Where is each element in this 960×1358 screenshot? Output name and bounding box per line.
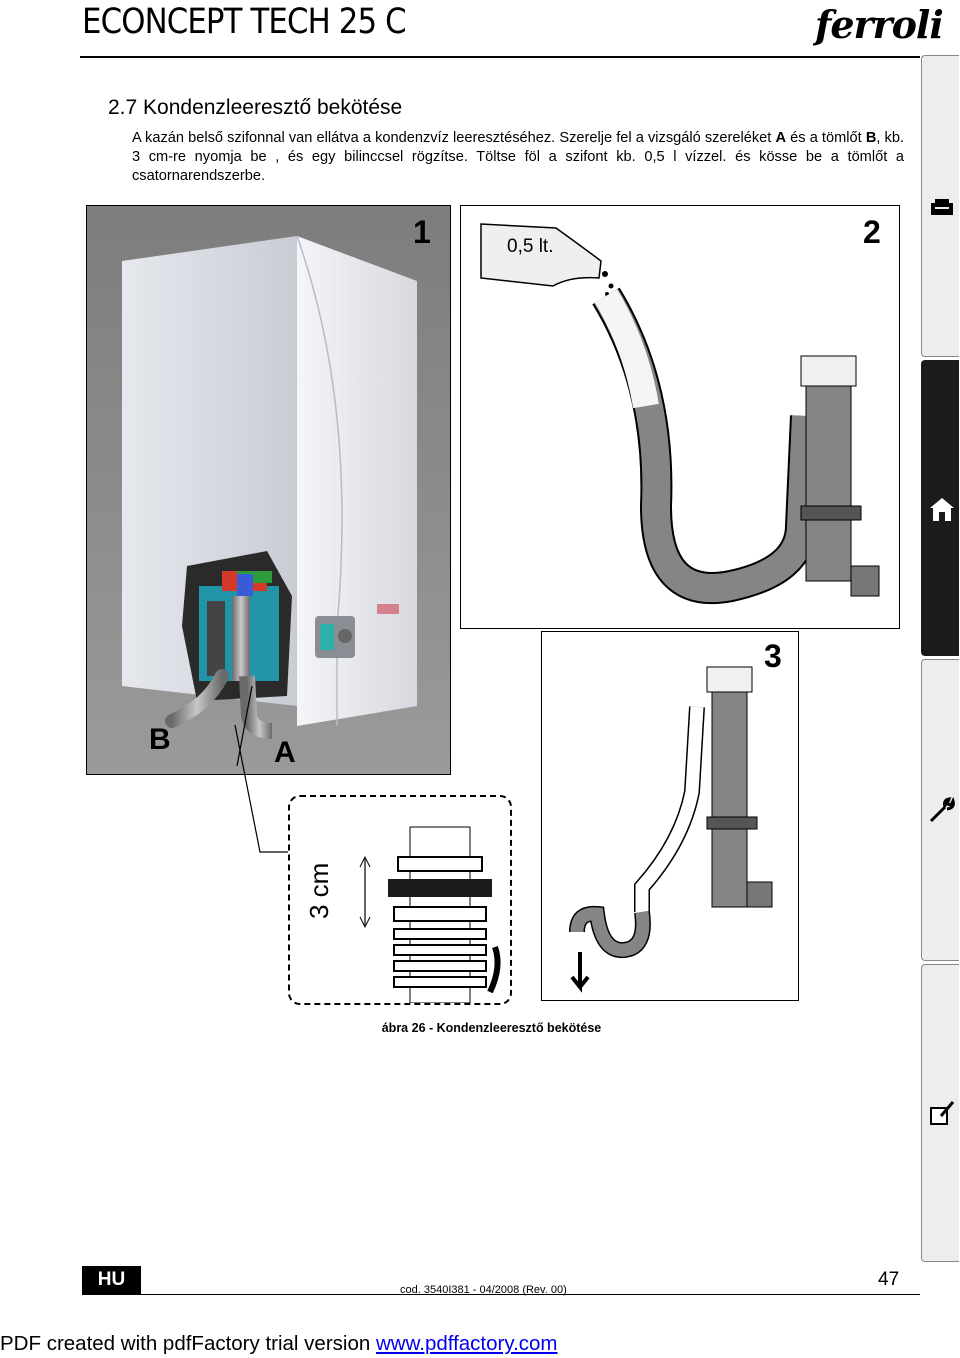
- callout-a: A: [274, 736, 296, 769]
- panel-number-1: 1: [413, 214, 431, 250]
- figure-panel-boiler: B A 1: [86, 205, 451, 775]
- detail-inset: 3 cm: [288, 795, 512, 1005]
- instruction-paragraph: A kazán belső szifonnal van ellátva a ko…: [132, 129, 904, 186]
- boiler-illustration: [87, 206, 450, 774]
- paragraph-text-1: A kazán belső szifonnal van ellátva a ko…: [132, 130, 776, 146]
- header-divider: [80, 56, 920, 58]
- page-number: 47: [878, 1269, 900, 1290]
- paragraph-text-2: és a tömlőt: [786, 130, 866, 146]
- footer-divider: [82, 1294, 920, 1295]
- panel-number-2: 2: [863, 214, 881, 250]
- hose-detail-illustration: [359, 826, 501, 1003]
- pdf-banner: PDF created with pdfFactory trial versio…: [0, 1332, 558, 1356]
- armchair-icon: [931, 199, 953, 215]
- pdf-banner-text: PDF created with pdfFactory trial versio…: [0, 1332, 376, 1355]
- tab-technical-data[interactable]: [921, 964, 959, 1262]
- leader-line: [234, 724, 292, 853]
- tab-installation[interactable]: [921, 360, 959, 656]
- bottle-label: 0,5 lt.: [507, 236, 554, 257]
- wrench-icon: [929, 796, 955, 823]
- side-tab-bar: [921, 55, 960, 1262]
- tab-user[interactable]: [921, 55, 959, 357]
- filling-illustration: [480, 223, 880, 605]
- paragraph-text-3: , kb. 3 cm-re nyomja be , és egy bilincc…: [132, 130, 905, 184]
- ferroli-logo: ferroli: [815, 2, 944, 47]
- figure-caption: ábra 26 - Kondenzleeresztő bekötése: [381, 1021, 602, 1035]
- drain-illustration: [569, 666, 773, 993]
- label-b: B: [865, 130, 877, 146]
- notepad-icon: [930, 1101, 955, 1125]
- panel-number-3: 3: [764, 638, 782, 674]
- pdffactory-link[interactable]: www.pdffactory.com: [375, 1332, 558, 1355]
- language-badge: HU: [82, 1266, 141, 1294]
- tab-service[interactable]: [921, 659, 959, 961]
- section-title: 2.7 Kondenzleeresztő bekötése: [108, 96, 403, 119]
- figure-panel-drain: 3: [541, 631, 799, 1001]
- label-a: A: [775, 130, 787, 146]
- document-title: ECONCEPT TECH 25 C: [82, 2, 407, 42]
- dimension-label: 3 cm: [304, 862, 334, 919]
- callout-b: B: [149, 723, 171, 756]
- figure-panel-filling: 0,5 lt. 2: [460, 205, 900, 629]
- house-icon: [930, 498, 954, 521]
- document-code: cod. 3540I381 - 04/2008 (Rev. 00): [400, 1284, 567, 1296]
